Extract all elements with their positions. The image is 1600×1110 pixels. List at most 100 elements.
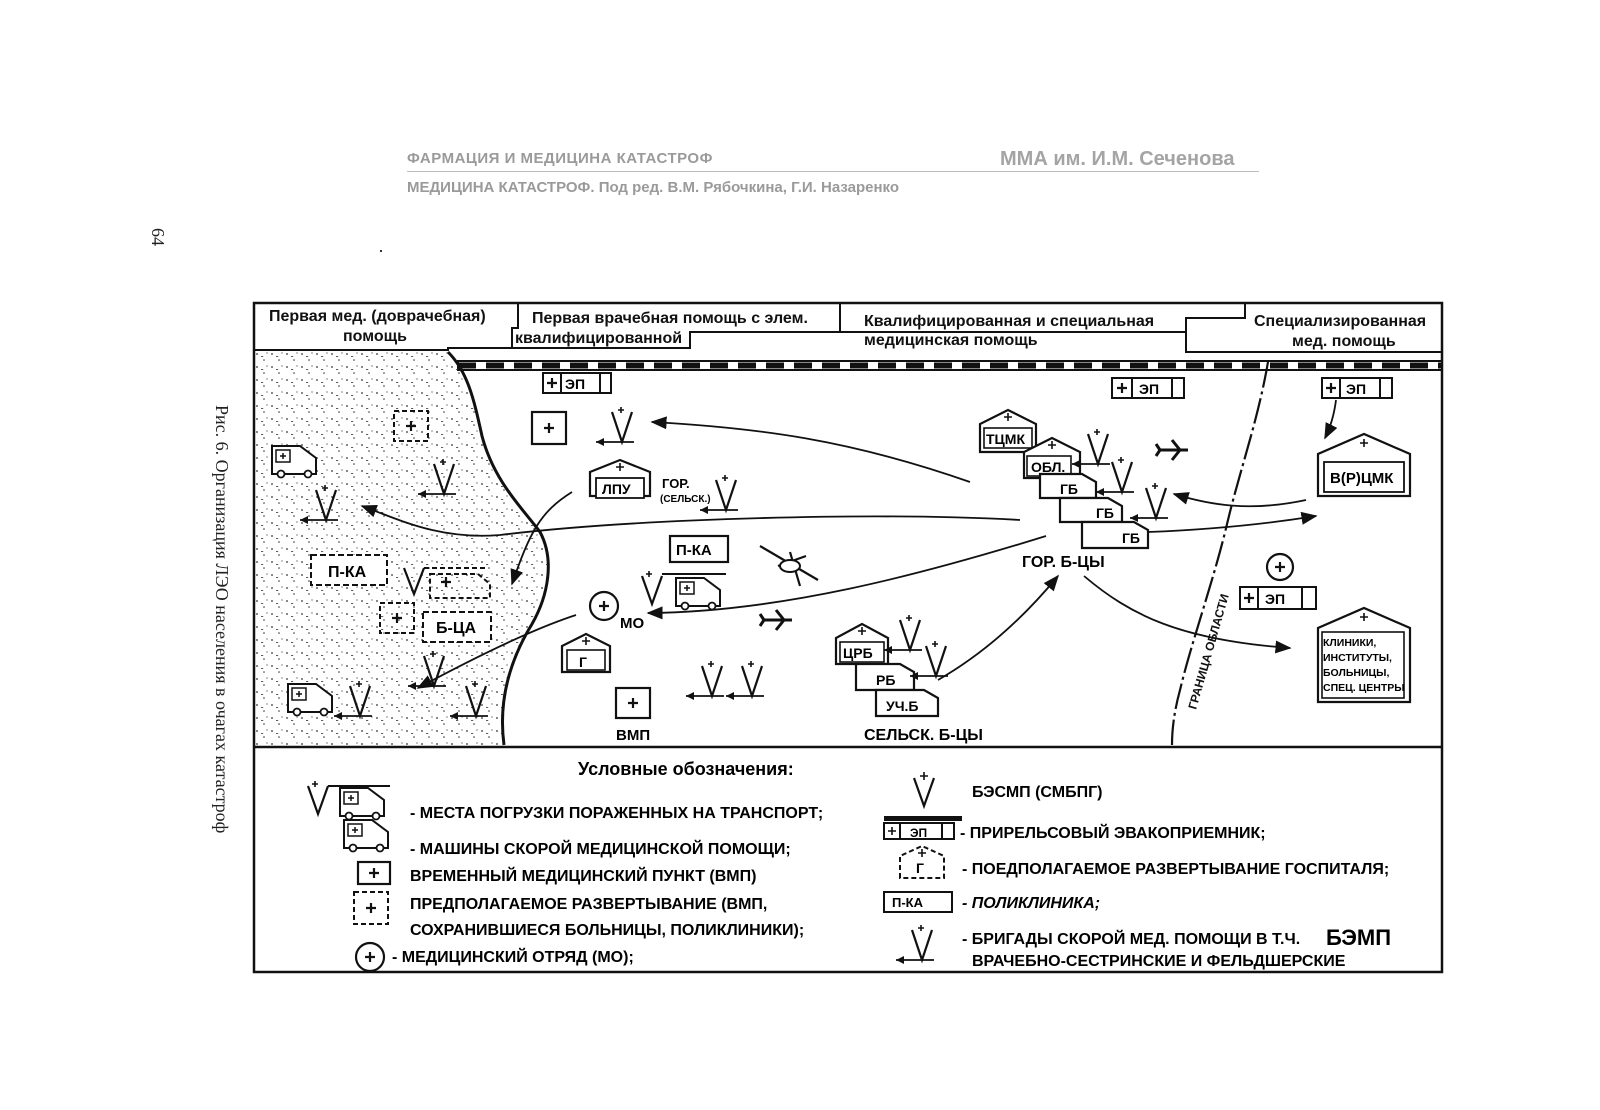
vmp-box-2 bbox=[614, 686, 652, 720]
legend-rail-text: - ПРИРЕЛЬСОВЫЙ ЭВАКОПРИЕМНИК; bbox=[960, 823, 1266, 842]
rb-building: РБ bbox=[854, 662, 916, 692]
brigade-icon bbox=[882, 613, 924, 656]
legend-mo-text: - МЕДИЦИНСКИЙ ОТРЯД (МО); bbox=[392, 947, 634, 966]
legend-hospital-icon: Г bbox=[899, 844, 945, 879]
header-left-title: ФАРМАЦИЯ И МЕДИЦИНА КАТАСТРОФ bbox=[407, 150, 713, 167]
legend-brigades-icon bbox=[894, 923, 936, 966]
clinics-label-3: БОЛЬНИЦЫ, bbox=[1323, 667, 1389, 679]
plane-icon bbox=[1154, 438, 1190, 462]
brigade-icon bbox=[1070, 427, 1112, 470]
diagram-frame bbox=[252, 301, 1444, 974]
vmp-label: ВМП bbox=[616, 727, 650, 744]
ep-label-2: ЭП bbox=[1139, 381, 1159, 397]
legend-ambulance-text: - МАШИНЫ СКОРОЙ МЕДИЦИНСКОЙ ПОМОЩИ; bbox=[410, 839, 791, 858]
obl-label: ОБЛ. bbox=[1031, 459, 1065, 475]
ep-label-3: ЭП bbox=[1346, 381, 1366, 397]
legend-planned-text-1: ПРЕДПОЛАГАЕМОЕ РАЗВЕРТЫВАНИЕ (ВМП, bbox=[410, 896, 767, 913]
planned-hospital-g: Г bbox=[560, 632, 612, 674]
legend-brigades-text-2: ВРАЧЕБНО-СЕСТРИНСКИЕ И ФЕЛЬДШЕРСКИЕ bbox=[972, 953, 1346, 970]
city-hospital-2: ГБ bbox=[1058, 496, 1124, 524]
rb-label: РБ bbox=[876, 672, 895, 688]
brigade-icon bbox=[594, 405, 636, 448]
uchb-label: УЧ.Б bbox=[886, 698, 919, 714]
legend-planned-text-2: СОХРАНИВШИЕСЯ БОЛЬНИЦЫ, ПОЛИКЛИНИКИ); bbox=[410, 922, 804, 939]
legend-rail-ep: ЭП bbox=[910, 826, 927, 840]
zone-qualified-line2: медицинская помощь bbox=[864, 332, 1038, 349]
rural-hospitals-label: СЕЛЬСК. Б-ЦЫ bbox=[864, 727, 983, 744]
speck bbox=[380, 250, 382, 252]
crb-building: ЦРБ bbox=[834, 622, 890, 666]
local-hospital: УЧ.Б bbox=[874, 688, 940, 718]
legend-vmp-icon bbox=[356, 860, 392, 886]
zone-first-aid-line2: помощь bbox=[343, 328, 407, 345]
planned-hospital-bca: Б-ЦА bbox=[422, 611, 492, 643]
city-hospital-1: ГБ bbox=[1038, 472, 1098, 500]
brigade-icon bbox=[684, 659, 726, 702]
plane-icon bbox=[758, 608, 794, 632]
zone-qualified-line1: Квалифицированная и специальная bbox=[864, 313, 1154, 330]
legend-polyclinic-icon: П-КА bbox=[883, 891, 953, 913]
brigade-icon bbox=[908, 639, 950, 682]
ep-station-1: ЭП bbox=[542, 372, 612, 394]
disaster-zone bbox=[256, 352, 549, 745]
legend-planned-icon bbox=[353, 891, 389, 925]
loading-point-icon bbox=[402, 567, 491, 599]
legend-rail-icon: ЭП bbox=[883, 816, 962, 840]
header-subtitle: МЕДИЦИНА КАТАСТРОФ. Под ред. В.М. Рябочк… bbox=[407, 179, 900, 196]
brigade-icon bbox=[1128, 481, 1170, 524]
brigade-icon bbox=[724, 659, 766, 702]
clinics-label-1: КЛИНИКИ, bbox=[1323, 637, 1376, 649]
bca-label: Б-ЦА bbox=[436, 620, 477, 637]
disaster-zone-boundary bbox=[446, 350, 550, 746]
pka-label-1: П-КА bbox=[328, 564, 367, 581]
loading-point-icon bbox=[640, 571, 726, 611]
ep-station-4: ЭП bbox=[1239, 586, 1317, 610]
g-label: Г bbox=[579, 654, 587, 670]
header-rule bbox=[407, 171, 1259, 172]
vrcmk-building: В(Р)ЦМК bbox=[1316, 432, 1412, 498]
lpu-gor-label: ГОР. bbox=[662, 476, 690, 491]
legend-besmp-icon bbox=[912, 772, 936, 810]
legend-hospital-text: - ПОЕДПОЛАГАЕМОЕ РАЗВЕРТЫВАНИЕ ГОСПИТАЛЯ… bbox=[962, 861, 1389, 878]
lpu-label: ЛПУ bbox=[602, 481, 631, 497]
polyclinic-box: П-КА bbox=[668, 534, 730, 564]
zone-first-aid-line1: Первая мед. (доврачебная) bbox=[269, 308, 486, 325]
header-right-title: ММА им. И.М. Сеченова bbox=[1000, 148, 1235, 170]
vrcmk-label: В(Р)ЦМК bbox=[1330, 470, 1394, 487]
tcmk-building: ТЦМК bbox=[978, 408, 1038, 454]
clinics-label-2: ИНСТИТУТЫ, bbox=[1323, 652, 1392, 664]
zone-specialized-line2: мед. помощь bbox=[1292, 333, 1396, 350]
legend-ambulance-icon bbox=[343, 819, 389, 853]
zone-first-medical-line2: квалифицированной bbox=[515, 330, 682, 347]
clinics-building: КЛИНИКИ, ИНСТИТУТЫ, БОЛЬНИЦЫ, СПЕЦ. ЦЕНТ… bbox=[1316, 606, 1412, 704]
mo-circle bbox=[588, 590, 620, 622]
ep-station-3: ЭП bbox=[1321, 377, 1393, 399]
pka-label-2: П-КА bbox=[676, 542, 712, 559]
legend-besmp-text: БЭСМП (СМБПГ) bbox=[972, 784, 1103, 801]
gb-label-1: ГБ bbox=[1060, 481, 1078, 497]
legend-loading-text: - МЕСТА ПОГРУЗКИ ПОРАЖЕННЫХ НА ТРАНСПОРТ… bbox=[410, 805, 823, 822]
region-border-line bbox=[1170, 361, 1270, 746]
ep-label-4: ЭП bbox=[1265, 591, 1285, 607]
lpu-sel-label: (СЕЛЬСК.) bbox=[660, 494, 711, 505]
vmp-box-1 bbox=[530, 410, 568, 446]
tcmk-label: ТЦМК bbox=[986, 431, 1025, 447]
legend-title: Условные обозначения: bbox=[578, 759, 794, 779]
legend-brigades-text-1: - БРИГАДЫ СКОРОЙ МЕД. ПОМОЩИ В Т.Ч. bbox=[962, 929, 1300, 948]
mo-circle-east bbox=[1265, 552, 1295, 582]
region-border-label: ГРАНИЦА ОБЛАСТИ bbox=[1185, 592, 1231, 710]
legend-vmp-text: ВРЕМЕННЫЙ МЕДИЦИНСКИЙ ПУНКТ (ВМП) bbox=[410, 866, 756, 885]
planned-vmp-1 bbox=[393, 410, 429, 442]
gb-label-3: ГБ bbox=[1122, 530, 1140, 546]
zone-specialized-line1: Специализированная bbox=[1254, 313, 1426, 330]
helicopter-icon bbox=[759, 545, 819, 587]
legend-polyclinic-text: - ПОЛИКЛИНИКА; bbox=[962, 895, 1100, 912]
brigade-icon bbox=[1094, 455, 1136, 498]
oblast-hospital: ОБЛ. bbox=[1022, 436, 1082, 480]
legend-brigades-big: БЭМП bbox=[1326, 925, 1391, 950]
clinics-label-4: СПЕЦ. ЦЕНТРЫ bbox=[1323, 682, 1405, 694]
legend-hospital-g: Г bbox=[916, 860, 924, 876]
lpu-building: ЛПУ bbox=[588, 458, 652, 499]
legend-mo-icon bbox=[354, 941, 386, 973]
